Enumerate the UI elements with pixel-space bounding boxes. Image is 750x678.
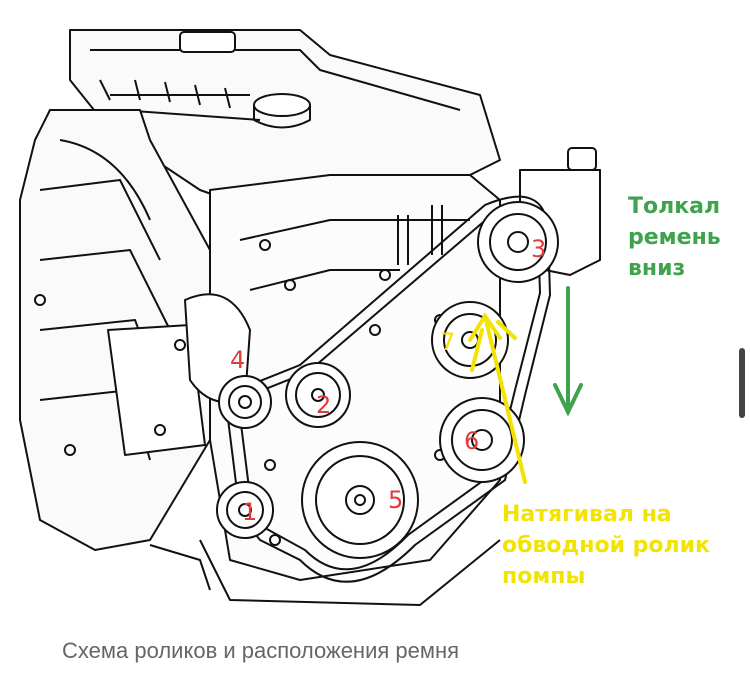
pulley-label-6: 6 [464,427,479,455]
pulley-3 [477,201,559,283]
engine-belt-diagram: 1 2 3 4 5 6 7 [19,29,601,606]
pulley-1 [216,481,274,539]
pulley-label-5: 5 [388,486,403,514]
pulley-4 [218,375,272,429]
yellow-arrows [468,312,527,484]
green-note-line-2: ремень [628,225,721,250]
pulley-label-1: 1 [242,498,257,526]
green-note-line-1: Толкал [628,194,721,219]
pulley-2 [285,362,351,428]
pulley-6 [439,397,525,483]
annotation-tensioned-on-idler: Натягивал на обводной ролик помпы [502,499,710,592]
green-down-arrow [553,286,583,417]
yellow-note-line-1: Натягивал на [502,502,672,527]
engine-block-drawing [19,29,601,606]
scrollbar-thumb[interactable] [739,348,745,418]
pulley-label-3: 3 [531,235,546,263]
yellow-note-line-3: помпы [502,564,586,589]
green-note-line-3: вниз [628,256,686,281]
image-caption: Схема роликов и расположения ремня [62,638,460,663]
yellow-note-line-2: обводной ролик [502,533,710,558]
pulley-5 [301,441,419,559]
pulley-numbers: 1 2 3 4 5 6 7 [230,235,546,526]
pulley-label-4: 4 [230,346,245,374]
pulley-label-7: 7 [440,328,455,356]
annotation-pushed-belt-down: Толкал ремень вниз [628,191,721,284]
pulley-label-2: 2 [316,391,331,419]
